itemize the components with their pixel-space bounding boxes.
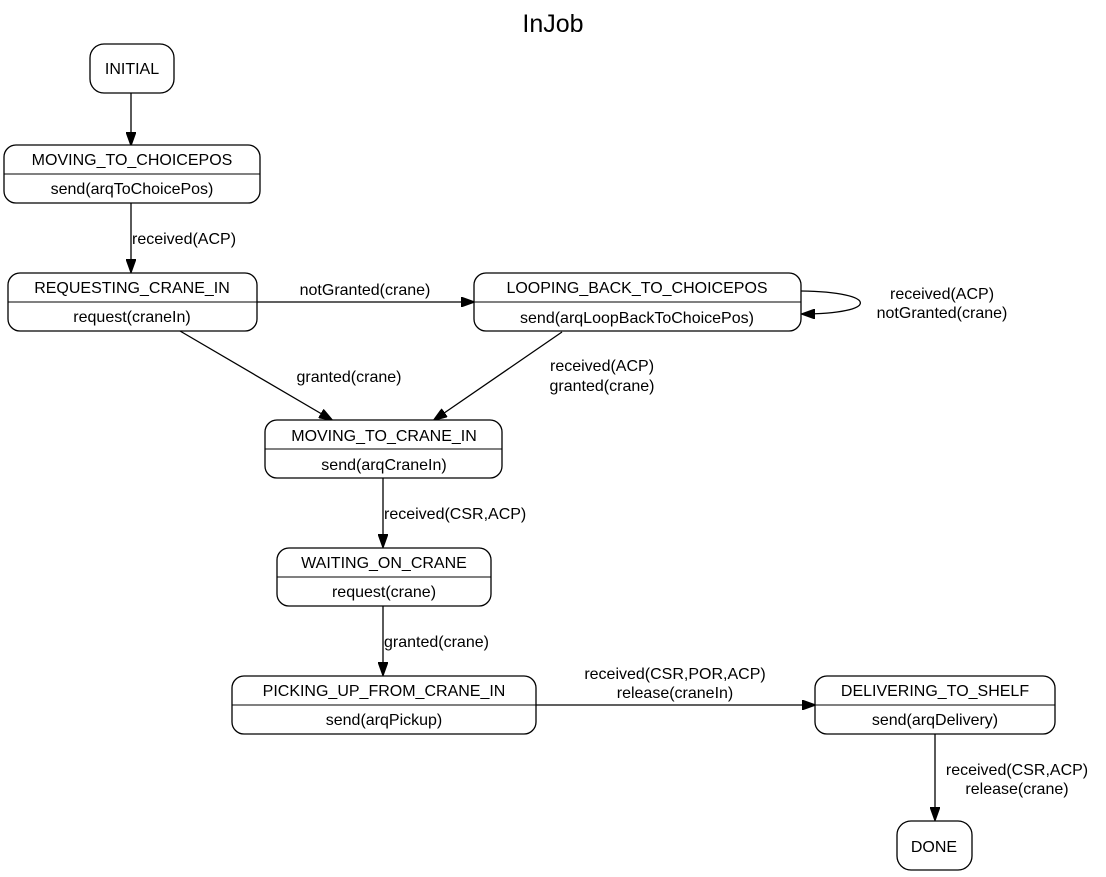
state-name: REQUESTING_CRANE_IN bbox=[34, 280, 230, 297]
state-initial: INITIAL bbox=[89, 43, 175, 94]
edge-looping-back-self-loop bbox=[800, 290, 862, 314]
edge-label: received(ACP) bbox=[132, 231, 236, 248]
edge-label: granted(crane) bbox=[384, 634, 489, 651]
state-name: LOOPING_BACK_TO_CHOICEPOS bbox=[506, 280, 767, 297]
state-action: send(arqLoopBackToChoicePos) bbox=[520, 310, 754, 327]
state-picking-up-from-crane-in: PICKING_UP_FROM_CRANE_IN send(arqPickup) bbox=[231, 675, 537, 735]
edge-looping-back-to-moving-to-crane-in bbox=[434, 331, 563, 420]
edge-label: notGranted(crane) bbox=[300, 282, 431, 299]
diagram-title: InJob bbox=[522, 10, 583, 38]
state-name: DELIVERING_TO_SHELF bbox=[841, 683, 1029, 700]
state-looping-back-to-choicepos: LOOPING_BACK_TO_CHOICEPOS send(arqLoopBa… bbox=[473, 272, 802, 332]
edge-requesting-crane-in-to-moving-to-crane-in bbox=[179, 330, 332, 420]
edge-label: received(CSR,ACP) bbox=[946, 762, 1088, 779]
state-name: DONE bbox=[911, 839, 957, 856]
state-requesting-crane-in: REQUESTING_CRANE_IN request(craneIn) bbox=[7, 272, 258, 332]
state-action: send(arqPickup) bbox=[326, 712, 443, 729]
edge-label: received(CSR,ACP) bbox=[384, 506, 526, 523]
state-name: WAITING_ON_CRANE bbox=[301, 555, 467, 572]
state-action: request(crane) bbox=[332, 584, 436, 601]
edge-label: notGranted(crane) bbox=[877, 305, 1008, 322]
edge-label: release(crane) bbox=[965, 781, 1068, 798]
edge-label: granted(crane) bbox=[550, 378, 655, 395]
state-waiting-on-crane: WAITING_ON_CRANE request(crane) bbox=[276, 547, 492, 607]
state-name: MOVING_TO_CRANE_IN bbox=[291, 428, 477, 445]
state-action: send(arqDelivery) bbox=[872, 712, 998, 729]
state-action: send(arqToChoicePos) bbox=[51, 181, 214, 198]
edge-label: release(craneIn) bbox=[617, 685, 734, 702]
state-moving-to-crane-in: MOVING_TO_CRANE_IN send(arqCraneIn) bbox=[264, 419, 503, 479]
state-name: MOVING_TO_CHOICEPOS bbox=[32, 152, 233, 169]
state-done: DONE bbox=[896, 820, 973, 871]
state-action: send(arqCraneIn) bbox=[321, 457, 446, 474]
state-moving-to-choicepos: MOVING_TO_CHOICEPOS send(arqToChoicePos) bbox=[3, 144, 261, 204]
state-name: INITIAL bbox=[105, 61, 159, 78]
state-delivering-to-shelf: DELIVERING_TO_SHELF send(arqDelivery) bbox=[814, 675, 1056, 735]
state-name: PICKING_UP_FROM_CRANE_IN bbox=[263, 683, 506, 700]
edge-label: granted(crane) bbox=[297, 369, 402, 386]
edge-label: received(ACP) bbox=[550, 358, 654, 375]
edge-label: received(ACP) bbox=[890, 286, 994, 303]
state-action: request(craneIn) bbox=[73, 309, 190, 326]
edge-label: received(CSR,POR,ACP) bbox=[584, 666, 765, 683]
